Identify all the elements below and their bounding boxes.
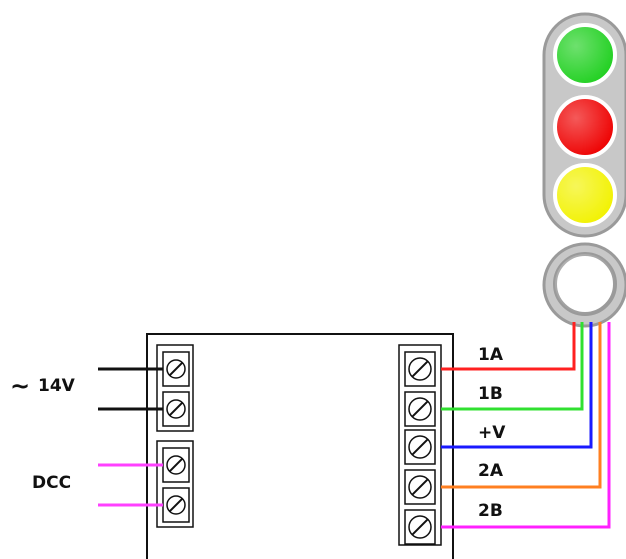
output-terminal-2 [404,391,436,427]
output-wire-4 [441,322,602,489]
output-terminal-4 [404,469,436,505]
output-terminal-3 [404,429,436,465]
dcc-label: DCC [32,473,71,493]
power-label: 14V [38,376,76,396]
lamp-green-shine [555,25,615,85]
dcc-terminal-1 [162,447,190,483]
dcc-terminal-2 [162,487,190,523]
output-terminal-5 [404,509,436,545]
output-label-2: 1B [478,384,503,404]
output-label-1: 1A [478,345,504,365]
lamp-yellow-shine [555,165,615,225]
output-label-3: +V [478,423,506,443]
lamp-white-shine [555,254,615,314]
output-wire-3 [441,322,593,449]
power-tilde: ~ [10,372,30,400]
lamp-red-shine [555,97,615,157]
output-label-5: 2B [478,501,503,521]
power-terminal-2 [162,391,190,427]
output-terminal-1 [404,351,436,387]
output-label-4: 2A [478,461,504,481]
output-wire-1 [441,322,576,371]
output-wire-2 [441,322,584,411]
output-wire-5 [441,322,611,529]
power-terminal-1 [162,351,190,387]
